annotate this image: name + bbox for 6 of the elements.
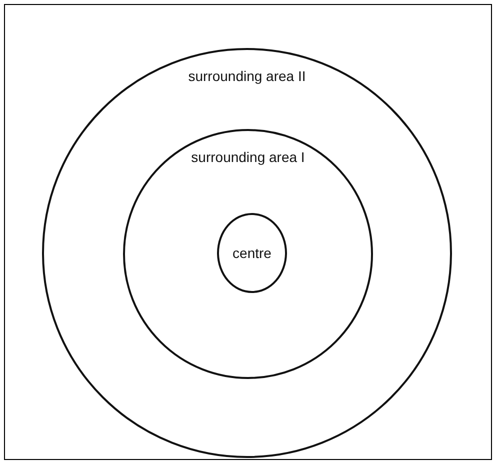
area-label: surrounding area I bbox=[190, 149, 306, 165]
area-label: surrounding area II bbox=[187, 68, 307, 84]
inner-circle bbox=[217, 213, 287, 293]
outer-circle bbox=[42, 48, 452, 458]
area-label: centre bbox=[232, 245, 272, 261]
middle-circle bbox=[123, 129, 373, 379]
